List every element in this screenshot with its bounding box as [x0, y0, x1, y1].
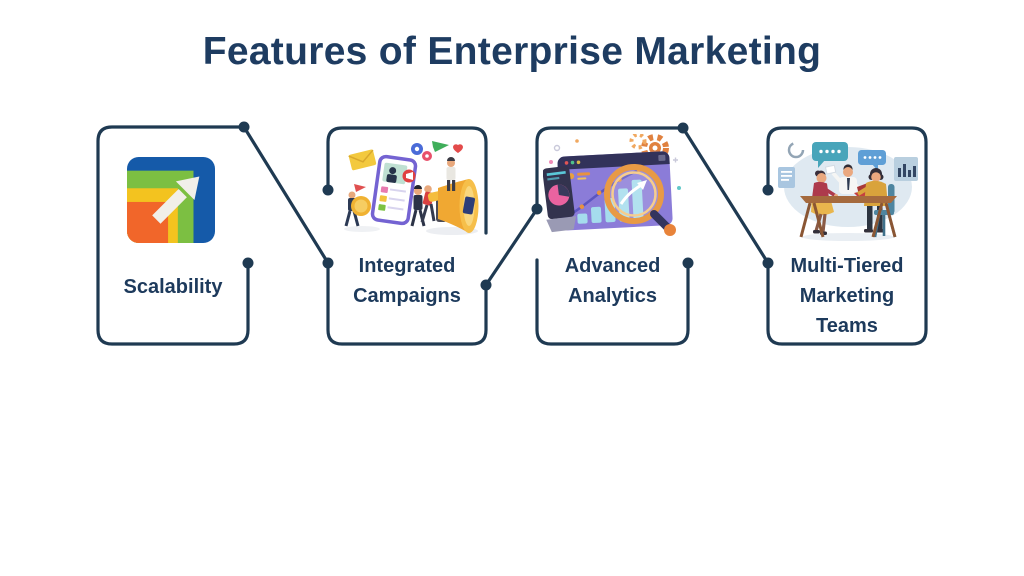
- megaphone-graphic: [427, 179, 479, 233]
- connector-line-3: [681, 126, 770, 265]
- chat-bubble-icon: [858, 150, 886, 171]
- connector-dot: [682, 257, 694, 269]
- connector-dot: [531, 203, 543, 215]
- connector-line-2: [484, 207, 539, 287]
- feature-label-scalability: Scalability: [123, 276, 223, 298]
- feature-label-advanced-analytics: Advanced Analytics: [564, 255, 661, 307]
- page-title: Features of Enterprise Marketing: [202, 30, 822, 73]
- connector-dot: [480, 279, 492, 291]
- paper-plane-icon: [354, 184, 366, 192]
- smartphone-graphic: [370, 154, 418, 226]
- connector-dot: [242, 257, 254, 269]
- magnifier-icon: [604, 164, 676, 236]
- pie-chart-phone-graphic: [543, 166, 577, 233]
- coin-person-graphic: [344, 191, 371, 227]
- connector-dot: [677, 122, 689, 134]
- feature-label-integrated-campaigns: Integrated Campaigns: [353, 255, 461, 307]
- pushing-person-graphic: [420, 185, 436, 223]
- analytics-magnifier-illustration: [543, 134, 681, 236]
- connector-dot: [762, 257, 774, 269]
- card-outline-analytics-bottom: [535, 258, 690, 346]
- document-icon: [778, 167, 795, 188]
- card-outline-scalability: [96, 125, 250, 346]
- chat-bubble-icon: [812, 142, 848, 168]
- megaphone-campaign-illustration: [344, 141, 479, 235]
- loop-icon: [787, 141, 805, 159]
- connector-dot: [238, 121, 250, 133]
- paper-plane-icon: [432, 141, 449, 152]
- table-graphic: [799, 196, 897, 238]
- growth-arrow-icon: [127, 156, 215, 244]
- heart-icon: [453, 144, 463, 153]
- connector-dot: [762, 184, 774, 196]
- connector-line-1: [242, 125, 330, 265]
- card-outline-integrated-top: [326, 126, 488, 235]
- card-outline-analytics-top: [535, 126, 685, 211]
- team-meeting-illustration: [778, 141, 918, 241]
- card-outline-teams: [766, 126, 928, 346]
- standing-person-graphic: [446, 157, 456, 191]
- card-outline-integrated-bottom: [326, 261, 488, 346]
- feature-label-marketing-teams: Multi-Tiered Marketing Teams: [790, 255, 904, 337]
- gear-icon: [629, 134, 669, 162]
- bar-chart-icon: [894, 157, 918, 181]
- connector-dot: [322, 257, 334, 269]
- connector-dot: [322, 184, 334, 196]
- envelope-icon: [348, 149, 377, 171]
